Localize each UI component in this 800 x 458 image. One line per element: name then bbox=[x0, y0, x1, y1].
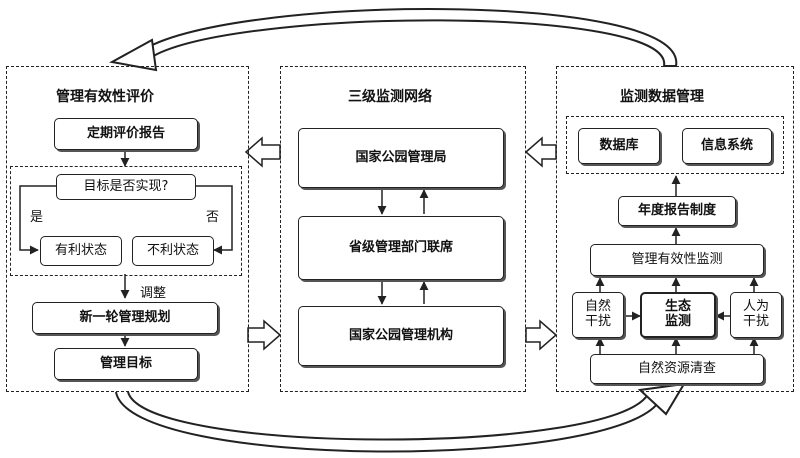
data-storage-subpanel bbox=[566, 116, 784, 174]
block-arrow-left-to-middle bbox=[247, 319, 282, 351]
bottom-loop-arrow bbox=[115, 382, 686, 453]
goal-achieved-question: 目标是否实现? bbox=[56, 174, 196, 200]
middle-panel-arrows bbox=[377, 189, 429, 305]
right-panel-arrows bbox=[595, 175, 759, 354]
unfavorable-state-box: 不利状态 bbox=[132, 236, 214, 266]
resource-inventory-box: 自然资源清查 bbox=[590, 354, 764, 384]
block-arrow-right-to-middle bbox=[524, 136, 557, 168]
effectiveness-monitoring-box: 管理有效性监测 bbox=[590, 244, 764, 276]
right-panel-title: 监测数据管理 bbox=[620, 89, 704, 105]
provincial-joint-box: 省级管理部门联席 bbox=[298, 216, 504, 280]
middle-panel-title: 三级监测网络 bbox=[348, 89, 432, 105]
information-system-box: 信息系统 bbox=[682, 128, 772, 164]
left-panel-title: 管理有效性评价 bbox=[56, 89, 154, 105]
block-arrow-middle-to-left bbox=[244, 136, 281, 168]
block-arrow-middle-to-right bbox=[525, 319, 558, 351]
periodic-report-box: 定期评价报告 bbox=[54, 118, 198, 150]
management-goal-box: 管理目标 bbox=[54, 348, 198, 380]
national-park-administration-box: 国家公园管理局 bbox=[298, 128, 504, 188]
left-panel bbox=[6, 66, 249, 392]
no-label: 否 bbox=[206, 210, 220, 225]
park-management-agency-box: 国家公园管理机构 bbox=[298, 306, 504, 366]
database-box: 数据库 bbox=[578, 128, 660, 164]
left-panel-arrows bbox=[19, 150, 233, 347]
human-disturbance-box: 人为 干扰 bbox=[730, 292, 782, 338]
top-loop-arrow bbox=[109, 8, 678, 72]
favorable-state-box: 有利状态 bbox=[40, 236, 122, 266]
ecological-monitoring-box: 生态 监测 bbox=[640, 292, 716, 338]
middle-panel bbox=[280, 66, 526, 392]
new-plan-box: 新一轮管理规划 bbox=[32, 302, 218, 334]
right-panel bbox=[556, 66, 794, 392]
evaluation-subpanel bbox=[10, 166, 242, 276]
adjust-label: 调整 bbox=[140, 286, 167, 301]
annual-report-box: 年度报告制度 bbox=[618, 196, 736, 226]
yes-label: 是 bbox=[30, 210, 44, 225]
natural-disturbance-box: 自然 干扰 bbox=[572, 292, 624, 338]
